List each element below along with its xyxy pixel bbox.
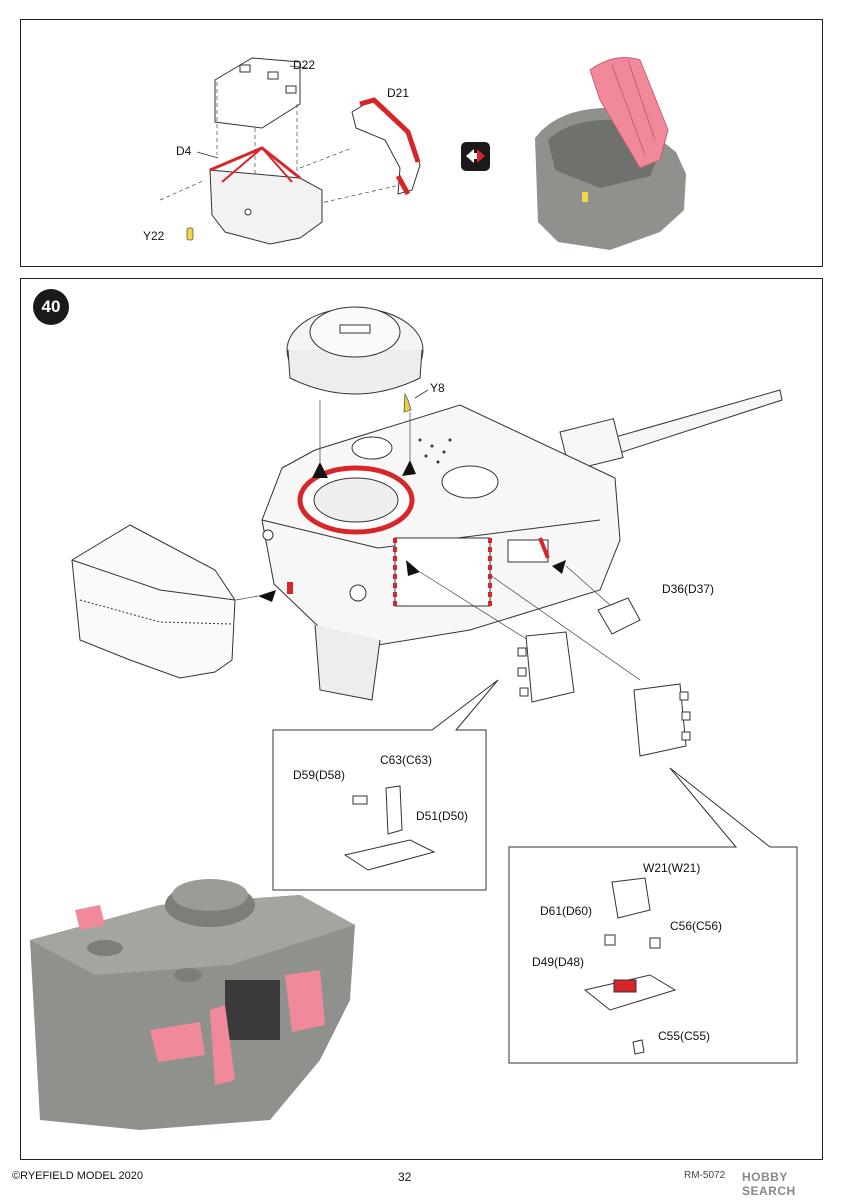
- turret-vision-dots: [418, 438, 452, 464]
- label-y22: Y22: [143, 229, 165, 243]
- footer-product-code: RM-5072: [684, 1170, 726, 1181]
- footer-copyright: ©RYEFIELD MODEL 2020: [12, 1170, 143, 1182]
- label-d51: D51(D50): [416, 809, 468, 823]
- callout-left-hatch: [272, 679, 499, 891]
- label-d61: D61(D60): [540, 904, 592, 918]
- part-d36: [597, 597, 641, 635]
- painted-turret-render: [30, 879, 355, 1130]
- callout-left-parts: [343, 785, 436, 871]
- label-c63: C63(C63): [380, 753, 432, 767]
- page-number: 32: [398, 1170, 412, 1184]
- label-d21: D21: [387, 86, 409, 100]
- part-y8: [403, 392, 412, 413]
- label-d36: D36(D37): [662, 582, 714, 596]
- top-step-drawing: D22 D4 D21 Y22: [143, 57, 686, 250]
- main-guide-lines: [235, 400, 641, 681]
- label-c55: C55(C55): [658, 1029, 710, 1043]
- commander-cupola: [286, 306, 424, 395]
- callout-right-hatch: [508, 767, 798, 1064]
- part-y22: [186, 227, 194, 241]
- watermark-logo: HOBBY SEARCH: [742, 1170, 796, 1198]
- label-d4: D4: [176, 144, 192, 158]
- gun-barrel: [559, 389, 783, 472]
- side-hatch-left: [517, 631, 575, 703]
- mount-mark-red: [287, 582, 293, 594]
- turret-body: [261, 404, 621, 701]
- side-hatch-right: [633, 683, 691, 757]
- top-step-panel: [20, 19, 823, 267]
- callout-right-parts: [583, 877, 677, 1055]
- label-d22: D22: [293, 58, 315, 72]
- stowage-box: [71, 524, 236, 679]
- attachment-arrows: [258, 460, 566, 602]
- label-c56: C56(C56): [670, 919, 722, 933]
- flip-view-icon: [461, 142, 490, 171]
- part-d22-lid: [214, 57, 301, 129]
- label-y8: Y8: [430, 381, 445, 395]
- part-d21-plate: [351, 97, 421, 196]
- label-d49: D49(D48): [532, 955, 584, 969]
- painted-cupola-render: [535, 57, 686, 250]
- turret-housing: [209, 146, 323, 245]
- label-d59: D59(D58): [293, 768, 345, 782]
- label-w21: W21(W21): [643, 861, 700, 875]
- step-number-badge: 40: [33, 289, 69, 325]
